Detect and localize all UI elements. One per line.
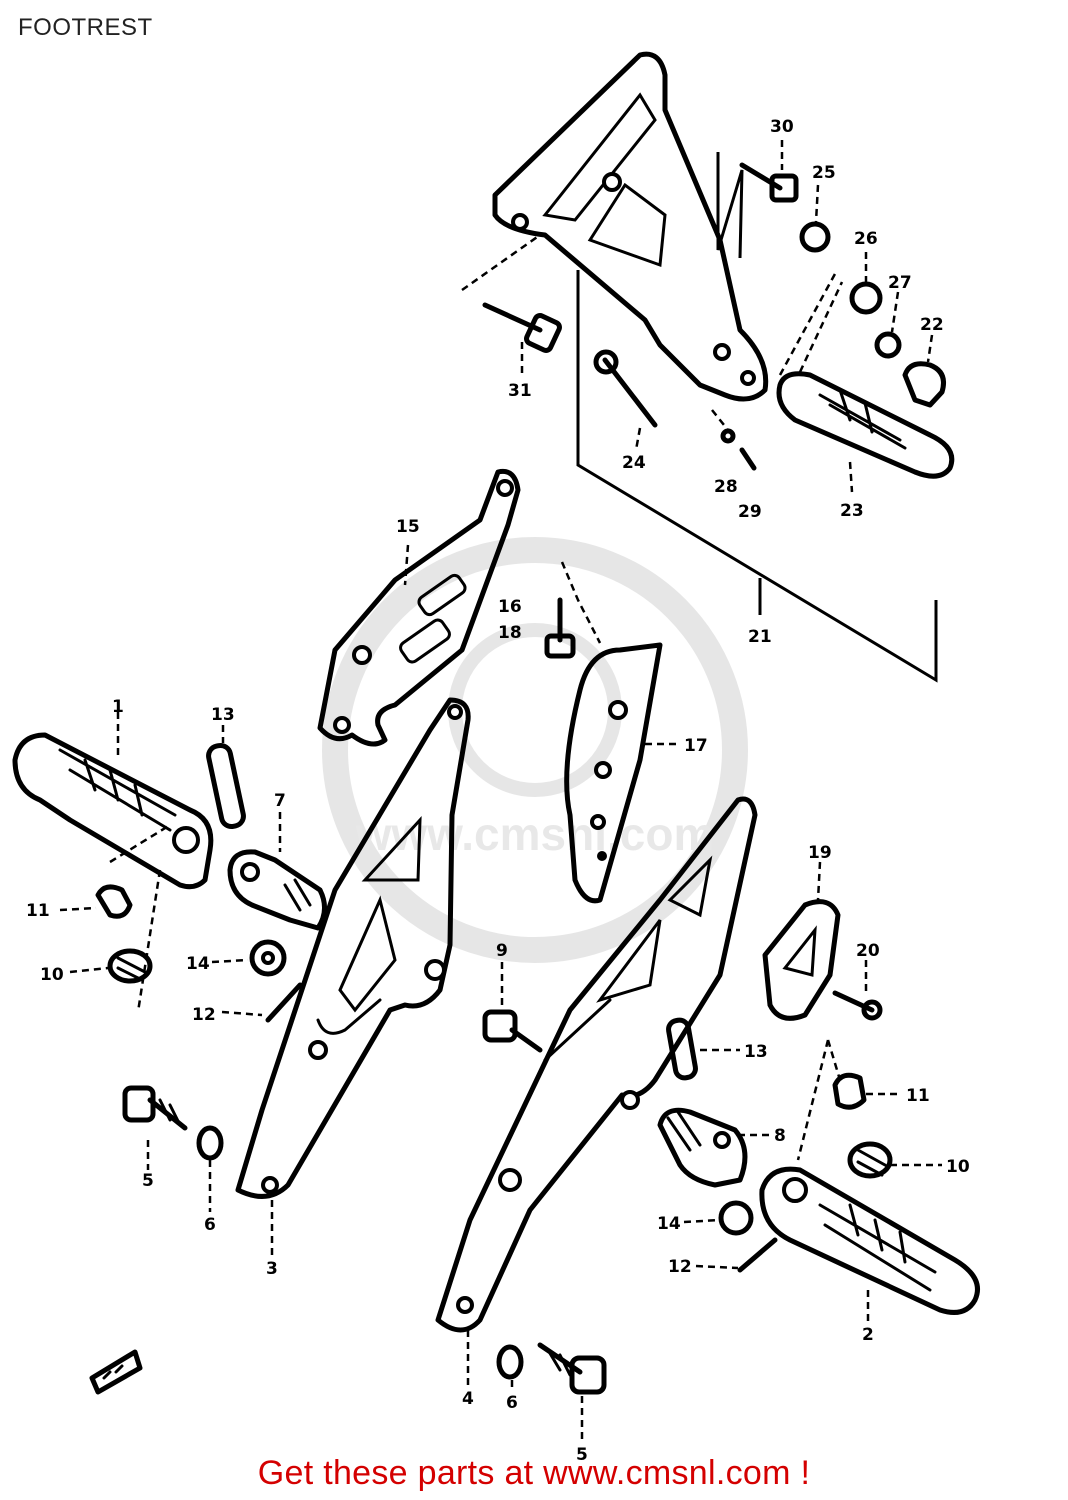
callout-8: 8 <box>774 1126 786 1146</box>
spring-10-left <box>69 948 153 984</box>
clip-11-right <box>832 1072 867 1110</box>
washer-28 <box>720 428 736 444</box>
footpeg-1 <box>12 712 214 890</box>
washer-6-left <box>196 1125 224 1161</box>
pin-24 <box>593 349 658 451</box>
callout-26: 26 <box>854 229 878 249</box>
callout-13-left: 13 <box>211 705 235 725</box>
callout-1: 1 <box>112 697 124 717</box>
pivot-7 <box>227 812 327 931</box>
plate-17 <box>564 642 678 904</box>
callout-14-left: 14 <box>186 954 210 974</box>
callout-4: 4 <box>462 1389 474 1409</box>
pin-13-right <box>666 1017 740 1081</box>
pillion-peg-23 <box>776 371 955 493</box>
clip-29 <box>739 447 757 471</box>
callout-12-right: 12 <box>668 1257 692 1277</box>
bolt-5-right <box>537 1342 607 1440</box>
callout-2: 2 <box>862 1325 874 1345</box>
callout-30: 30 <box>770 117 794 137</box>
callout-7: 7 <box>274 791 286 811</box>
callout-12-left: 12 <box>192 1005 216 1025</box>
callout-21: 21 <box>748 627 772 647</box>
screw-20 <box>832 960 883 1021</box>
pivot-8 <box>657 1107 770 1188</box>
washer-6-right <box>496 1344 524 1380</box>
callout-15: 15 <box>396 517 420 537</box>
callout-29: 29 <box>738 502 762 522</box>
callout-18: 18 <box>498 623 522 643</box>
callout-19: 19 <box>808 843 832 863</box>
callout-31: 31 <box>508 381 532 401</box>
pin-12-right <box>737 1237 778 1273</box>
bolt-5-left <box>122 1085 188 1170</box>
callout-27: 27 <box>888 273 912 293</box>
bracket-15 <box>317 468 521 747</box>
nut-27 <box>874 331 902 359</box>
footpeg-2 <box>759 1166 980 1325</box>
washer-14-left <box>249 939 287 977</box>
callout-11-right: 11 <box>906 1086 930 1106</box>
bolt-30 <box>739 140 799 203</box>
bracket-3 <box>235 697 471 1258</box>
watermark-text: www.cmsnl.com <box>355 808 715 860</box>
cover-19 <box>762 861 841 1021</box>
collar-26 <box>849 281 883 315</box>
callout-5-left: 5 <box>142 1171 154 1191</box>
bracket-group-outline-21 <box>576 152 938 683</box>
pin-13-left <box>206 725 246 830</box>
callout-25: 25 <box>812 163 836 183</box>
callout-13-right: 13 <box>744 1042 768 1062</box>
callout-10-left: 10 <box>40 965 64 985</box>
callout-10-right: 10 <box>946 1157 970 1177</box>
footer-link[interactable]: Get these parts at www.cmsnl.com ! <box>257 1454 811 1492</box>
bracket-4 <box>435 796 758 1385</box>
callout-3: 3 <box>266 1259 278 1279</box>
callout-17: 17 <box>684 736 708 756</box>
page-title: FOOTREST <box>18 14 153 41</box>
callout-9: 9 <box>496 941 508 961</box>
bolt-16-18 <box>544 561 602 659</box>
callout-22: 22 <box>920 315 944 335</box>
washer-25 <box>799 221 831 253</box>
callout-6-left: 6 <box>204 1215 216 1235</box>
stopper-22 <box>902 361 946 408</box>
callout-14-right: 14 <box>657 1214 681 1234</box>
callout-5-right: 5 <box>576 1445 588 1465</box>
callout-11-left: 11 <box>26 901 50 921</box>
callout-24: 24 <box>622 453 646 473</box>
clip-11-left <box>95 884 133 919</box>
spring-10-right <box>847 1141 942 1179</box>
callout-20: 20 <box>856 941 880 961</box>
callout-6-right: 6 <box>506 1393 518 1413</box>
callout-23: 23 <box>840 501 864 521</box>
front-arrow-icon <box>89 1349 143 1395</box>
washer-14-right <box>718 1200 754 1236</box>
bolt-31 <box>482 302 562 375</box>
rear-footrest-bracket <box>492 51 769 402</box>
bolt-9 <box>482 962 543 1053</box>
callout-28: 28 <box>714 477 738 497</box>
callout-16: 16 <box>498 597 522 617</box>
pin-12-left <box>265 982 303 1023</box>
